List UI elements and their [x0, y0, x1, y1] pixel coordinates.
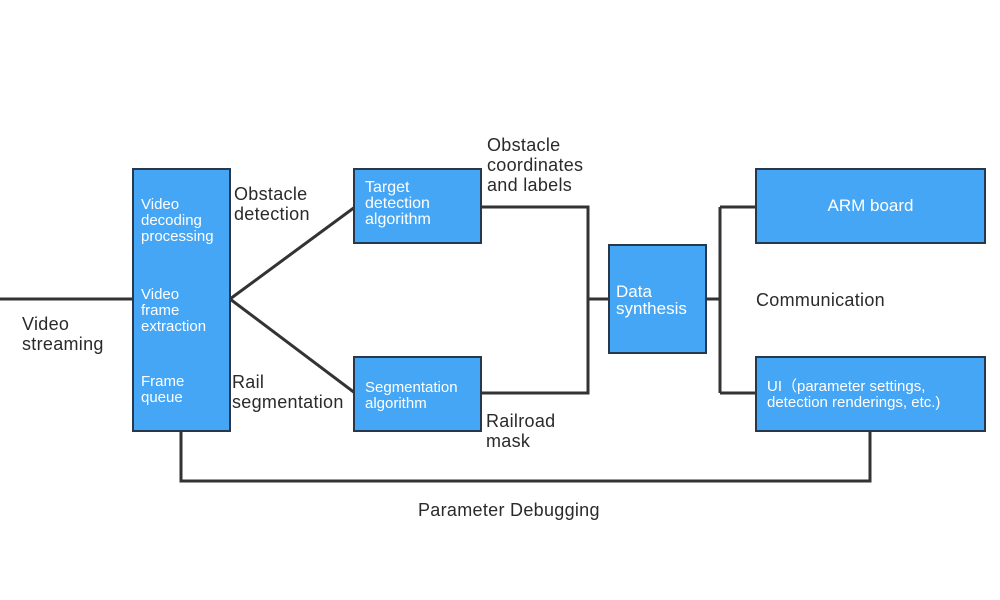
- synthesis-to-outputs-line: [706, 205, 756, 395]
- target-detection-box: Target detection algorithm: [353, 168, 482, 244]
- obstacle-coordinates-label: Obstacle coordinates and labels: [487, 135, 584, 195]
- arm-board-box: ARM board: [755, 168, 986, 244]
- data-synthesis-box: Data synthesis: [608, 244, 707, 354]
- detection-to-synthesis-line: [481, 205, 590, 395]
- video-decoding-label: Video decoding processing: [141, 196, 214, 245]
- data-synthesis-label: Data synthesis: [616, 282, 687, 318]
- parameter-debugging-loop: [179, 431, 872, 483]
- communication-label: Communication: [756, 290, 885, 310]
- obstacle-detection-label: Obstacle detection: [234, 184, 310, 224]
- segmentation-box: Segmentation algorithm: [353, 356, 482, 432]
- frame-queue-label: Frame queue: [141, 373, 185, 406]
- rail-segmentation-label: Rail segmentation: [232, 372, 344, 412]
- railroad-mask-label: Railroad mask: [486, 411, 556, 451]
- video-processing-box: Video decoding processing Video frame ex…: [132, 168, 231, 432]
- branch-line-detection: [229, 205, 356, 301]
- video-streaming-label: Video streaming: [22, 314, 104, 354]
- video-frame-extraction-label: Video frame extraction: [141, 286, 207, 335]
- target-detection-label: Target detection algorithm: [365, 179, 431, 228]
- ui-box: UI（parameter settings, detection renderi…: [755, 356, 986, 432]
- branch-line-segmentation: [229, 297, 356, 395]
- segmentation-label: Segmentation algorithm: [365, 379, 458, 412]
- arm-board-label: ARM board: [827, 196, 914, 215]
- parameter-debugging-label: Parameter Debugging: [418, 500, 600, 520]
- ui-label: UI（parameter settings, detection renderi…: [767, 378, 941, 411]
